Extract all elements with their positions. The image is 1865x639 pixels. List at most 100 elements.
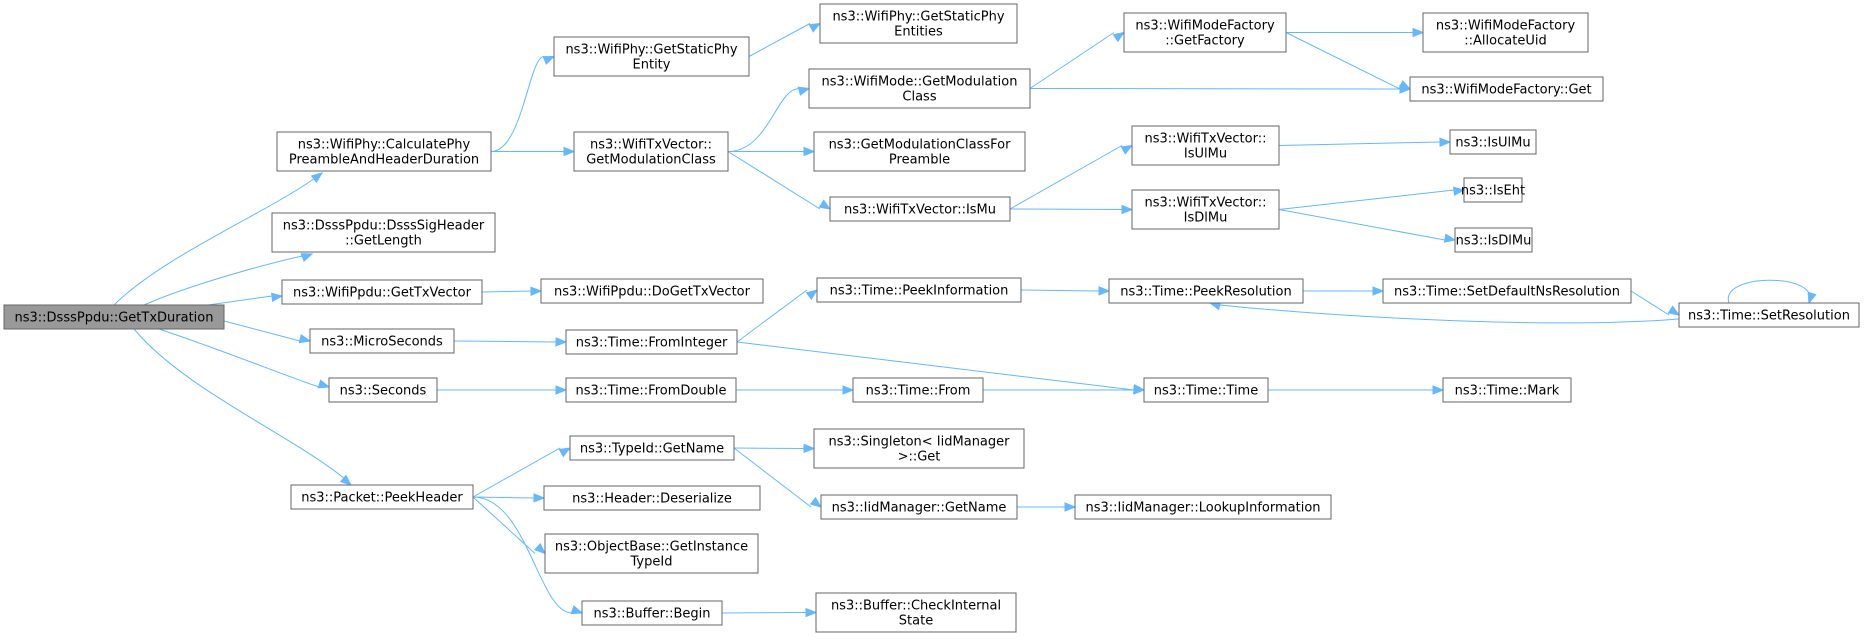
node-n15[interactable]: ns3::Buffer::Begin <box>581 600 723 626</box>
node-box <box>565 329 738 355</box>
node-n37[interactable]: ns3::Time::Mark <box>1442 377 1572 403</box>
edge-n6-n15 <box>472 496 573 614</box>
node-box <box>829 196 1011 222</box>
edge-n0-n3-arrowhead <box>270 292 284 303</box>
node-label: ns3::Time::Mark <box>1455 384 1560 399</box>
node-label: ns3::Time::PeekResolution <box>1120 285 1291 300</box>
node-n20[interactable]: ns3::Time::PeekInformation <box>816 277 1022 303</box>
node-box <box>271 212 496 253</box>
node-label: Class <box>902 90 936 105</box>
edge-n7-n16-arrowhead <box>808 22 822 33</box>
node-box <box>565 377 737 403</box>
edge-n0-n6 <box>133 328 346 480</box>
node-n21[interactable]: ns3::Time::From <box>852 377 984 403</box>
edge-n23-n31-arrowhead <box>1064 502 1077 512</box>
edge-n6-n12-arrowhead <box>558 447 572 458</box>
node-n34[interactable]: ns3::IsEht <box>1461 177 1525 203</box>
node-label: ns3::Time::FromDouble <box>576 384 727 399</box>
node-n23[interactable]: ns3::IidManager::GetName <box>820 494 1018 520</box>
node-box <box>819 3 1018 44</box>
node-n27[interactable]: ns3::WifiTxVector::IsUlMu <box>1131 125 1280 166</box>
node-n36[interactable]: ns3::Time::SetDefaultNsResolution <box>1382 278 1632 304</box>
edge-n17-n25-arrowhead <box>1112 31 1126 43</box>
node-label: ns3::Seconds <box>340 384 427 399</box>
node-n11[interactable]: ns3::Time::FromDouble <box>565 377 737 403</box>
node-label: ns3::Packet::PeekHeader <box>301 491 463 506</box>
node-n12[interactable]: ns3::TypeId::GetName <box>569 435 735 461</box>
node-n30[interactable]: ns3::Time::Time <box>1143 377 1269 403</box>
edge-n8-n19-arrowhead <box>818 199 832 210</box>
edge-n25-n32-arrowhead <box>1412 27 1425 38</box>
node-n5[interactable]: ns3::Seconds <box>328 377 438 403</box>
node-n19[interactable]: ns3::WifiTxVector::IsMu <box>829 196 1011 222</box>
edge-n10-n30 <box>736 341 1135 391</box>
node-label: Entity <box>633 58 671 73</box>
edge-n29-n36-arrowhead <box>1372 286 1385 296</box>
node-box <box>569 435 735 461</box>
node-label: >::Get <box>898 450 941 465</box>
node-box <box>1382 278 1632 304</box>
node-label: ns3::Buffer::Begin <box>593 607 710 622</box>
node-n25[interactable]: ns3::WifiModeFactory::GetFactory <box>1123 12 1287 53</box>
edge-n15-n24 <box>721 612 807 614</box>
edge-n6-n14-arrowhead <box>534 542 546 555</box>
node-n4[interactable]: ns3::MicroSeconds <box>309 328 455 354</box>
node-n8[interactable]: ns3::WifiTxVector::GetModulationClass <box>573 131 729 172</box>
node-n17[interactable]: ns3::WifiMode::GetModulationClass <box>808 68 1031 109</box>
edge-n8-n17 <box>727 88 800 152</box>
node-n33[interactable]: ns3::IsUlMu <box>1449 129 1537 155</box>
node-n32[interactable]: ns3::WifiModeFactory::AllocateUid <box>1422 12 1589 53</box>
edge-n1-n7 <box>490 56 545 152</box>
nodes-layer: ns3::DsssPpdu::GetTxDuration ns3::WifiPhy… <box>3 3 1860 633</box>
node-box <box>581 600 723 626</box>
node-box <box>328 377 438 403</box>
node-n28[interactable]: ns3::WifiTxVector::IsDlMu <box>1131 189 1280 230</box>
edge-n36-n38 <box>1630 290 1670 316</box>
edge-n6-n13-arrowhead <box>533 493 546 503</box>
node-box <box>1074 494 1332 520</box>
node-label: ns3::WifiPhy::GetStaticPhy <box>565 43 737 58</box>
node-n29[interactable]: ns3::Time::PeekResolution <box>1108 278 1304 304</box>
edge-n12-n22-arrowhead <box>803 443 816 454</box>
node-n9[interactable]: ns3::WifiPpdu::DoGetTxVector <box>540 278 764 304</box>
edge-n19-n28-arrowhead <box>1121 204 1134 215</box>
edge-n6-n13 <box>472 496 535 499</box>
edge-n28-n34-arrowhead <box>1453 186 1466 196</box>
node-n6[interactable]: ns3::Packet::PeekHeader <box>290 484 474 510</box>
node-box <box>1108 278 1304 304</box>
node-n22[interactable]: ns3::Singleton< IidManager >::Get <box>813 428 1025 469</box>
node-n10[interactable]: ns3::Time::FromInteger <box>565 329 738 355</box>
node-box <box>852 377 984 403</box>
node-n38[interactable]: ns3::Time::SetResolution <box>1678 302 1860 328</box>
edges-layer <box>113 22 1817 618</box>
node-n35[interactable]: ns3::IsDlMu <box>1454 227 1533 253</box>
edge-n6-n15-arrowhead <box>570 605 584 615</box>
edge-n0-n4-arrowhead <box>298 334 312 344</box>
edge-n12-n23 <box>733 447 812 508</box>
node-label: ns3::DsssPpdu::GetTxDuration <box>15 311 214 326</box>
node-box <box>553 36 750 77</box>
edge-n20-n29 <box>1020 289 1100 292</box>
node-n13[interactable]: ns3::Header::Deserialize <box>543 485 761 511</box>
edge-n12-n22 <box>733 447 805 449</box>
node-box <box>1123 12 1287 53</box>
node-n31[interactable]: ns3::IidManager::LookupInformation <box>1074 494 1332 520</box>
node-n2[interactable]: ns3::DsssPpdu::DsssSigHeader::GetLength <box>271 212 496 253</box>
node-n0[interactable]: ns3::DsssPpdu::GetTxDuration <box>3 304 225 330</box>
node-box <box>1463 177 1523 203</box>
edge-n0-n5-arrowhead <box>317 379 331 389</box>
edge-n5-n11-arrowhead <box>555 385 568 395</box>
node-label: Entities <box>894 25 943 40</box>
node-label: ns3::IsUlMu <box>1455 136 1530 151</box>
node-n26[interactable]: ns3::WifiModeFactory::Get <box>1409 76 1604 102</box>
edge-n28-n35-arrowhead <box>1443 233 1457 243</box>
edge-n1-n8-arrowhead <box>563 146 576 157</box>
node-label: ns3::WifiModeFactory <box>1436 19 1576 34</box>
node-n1[interactable]: ns3::WifiPhy::CalculatePhyPreambleAndHea… <box>276 131 492 172</box>
node-n3[interactable]: ns3::WifiPpdu::GetTxVector <box>281 279 483 305</box>
